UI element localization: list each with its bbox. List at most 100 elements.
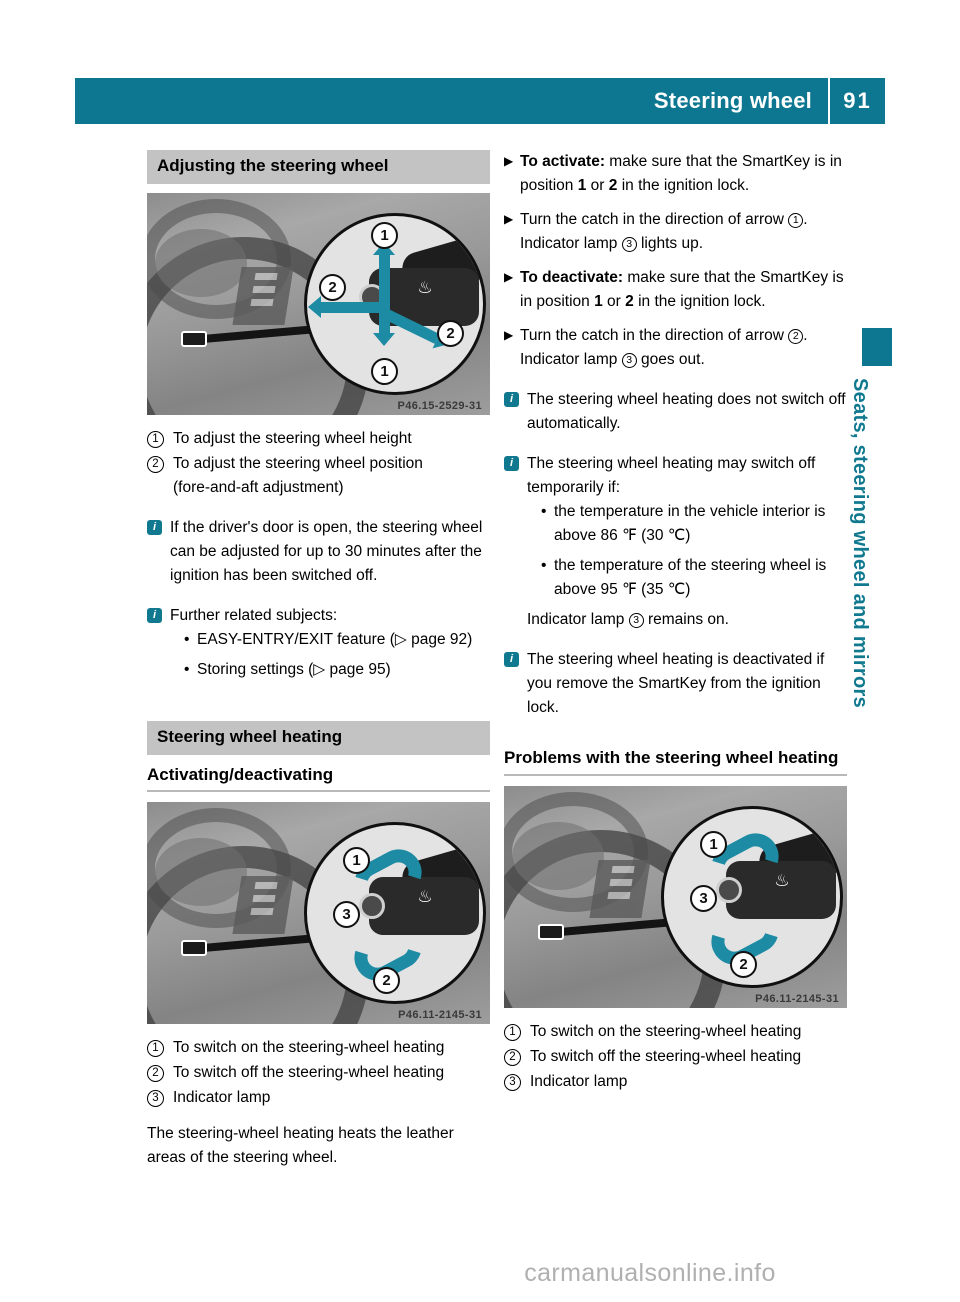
info-note-body: Further related subjects: • EASY-ENTRY/E… bbox=[170, 604, 490, 688]
figure2-callout-2: 2 bbox=[373, 966, 400, 994]
steering-wheel-heating-symbol-icon: ♨ bbox=[774, 870, 790, 890]
legend-text: To switch on the steering-wheel heating bbox=[173, 1038, 445, 1056]
step-text-a: make sure that the SmartKey is in positi… bbox=[520, 269, 844, 311]
legend-text: To switch off the steering-wheel heating bbox=[173, 1063, 445, 1081]
list-item-text: the temperature of the steering wheel is… bbox=[554, 554, 847, 602]
callout-reference-2: 2 bbox=[788, 329, 804, 345]
step-text: Turn the catch in the direction of arrow… bbox=[520, 208, 847, 256]
info-note-smartkey-removed: i The steering wheel heating is deactiva… bbox=[504, 648, 847, 720]
step-text-c: in the ignition lock. bbox=[633, 293, 766, 311]
info-note-no-auto-off: i The steering wheel heating does not sw… bbox=[504, 388, 847, 436]
figure-heating-switch: ♨ 1 3 2 P46.11-2145-31 bbox=[147, 801, 490, 1024]
temperature-conditions-list: • the temperature in the vehicle interio… bbox=[527, 500, 847, 602]
info-note-door-open: i If the driver's door is open, the stee… bbox=[147, 516, 490, 588]
related-subjects-list: • EASY-ENTRY/EXIT feature (▷ page 92) • … bbox=[170, 628, 490, 682]
adjustment-lever-marker bbox=[181, 330, 207, 347]
info-icon: i bbox=[147, 607, 162, 623]
magnifier-inset: ♨ 1 2 2 1 bbox=[304, 212, 486, 395]
figure3-callout-1: 1 bbox=[700, 830, 727, 858]
condition-text: the temperature of the steering wheel is bbox=[554, 557, 827, 575]
list-item-label: EASY-ENTRY/EXIT feature bbox=[197, 630, 386, 648]
heating-description-paragraph: The steering-wheel heating heats the lea… bbox=[147, 1124, 454, 1166]
info-note-text: The steering wheel heating is deactivate… bbox=[527, 651, 825, 717]
list-item: • the temperature of the steering wheel … bbox=[527, 554, 847, 602]
info-note-related-subjects: i Further related subjects: • EASY-ENTRY… bbox=[147, 604, 490, 688]
step-text-c: . bbox=[803, 327, 808, 345]
indicator-lamp-state: lights up. bbox=[636, 235, 704, 253]
door-control-panel-shape bbox=[232, 266, 294, 325]
condition-threshold: above 95 ℉ (35 ℃) bbox=[554, 581, 691, 599]
adjustment-lever-marker bbox=[181, 939, 207, 956]
legend-item: 1 To adjust the steering wheel height bbox=[147, 427, 490, 451]
figure2-code: P46.11-2145-31 bbox=[398, 1008, 482, 1021]
list-item[interactable]: • EASY-ENTRY/EXIT feature (▷ page 92) bbox=[170, 628, 490, 652]
list-item-text: EASY-ENTRY/EXIT feature (▷ page 92) bbox=[197, 628, 472, 652]
callout-number: 1 bbox=[147, 427, 173, 449]
legend-item: 1 To switch on the steering-wheel heatin… bbox=[147, 1036, 490, 1060]
subheading-activating: Activating/deactivating bbox=[147, 764, 490, 792]
step-to-activate: ▶ To activate: make sure that the SmartK… bbox=[504, 150, 847, 198]
figure2-callout-3: 3 bbox=[333, 900, 360, 928]
key-position-1: 1 bbox=[577, 177, 587, 195]
bullet-icon: • bbox=[184, 660, 190, 678]
condition-text: the temperature in the vehicle interior … bbox=[554, 503, 826, 521]
subheading-problems: Problems with the steering wheel heating bbox=[504, 747, 847, 776]
figure3-legend: 1 To switch on the steering-wheel heatin… bbox=[504, 1020, 847, 1094]
info-icon: i bbox=[504, 652, 519, 668]
legend-item: 1 To switch on the steering-wheel heatin… bbox=[504, 1020, 847, 1044]
key-position-2: 2 bbox=[625, 293, 634, 311]
page-title: Steering wheel bbox=[653, 88, 812, 113]
legend-text: To switch on the steering-wheel heating bbox=[530, 1022, 802, 1040]
legend-text: Indicator lamp bbox=[530, 1072, 628, 1090]
legend-text: To adjust the steering wheel height bbox=[173, 429, 412, 447]
indicator-lamp-state: goes out. bbox=[636, 351, 705, 369]
condition-threshold: above 86 ℉ (30 ℃) bbox=[554, 527, 691, 545]
figure1-callout-1-top: 1 bbox=[371, 221, 398, 249]
step-turn-catch-activate: ▶ Turn the catch in the direction of arr… bbox=[504, 208, 847, 256]
legend-text: To adjust the steering wheel position (f… bbox=[173, 452, 490, 500]
right-column: ▶ To activate: make sure that the SmartK… bbox=[504, 150, 847, 1098]
callout-number: 2 bbox=[504, 1045, 530, 1067]
list-item[interactable]: • Storing settings (▷ page 95) bbox=[170, 658, 490, 682]
info-icon: i bbox=[504, 392, 519, 408]
step-arrow-icon: ▶ bbox=[504, 270, 514, 285]
legend-item: 3 Indicator lamp bbox=[147, 1086, 490, 1110]
bullet-icon: • bbox=[184, 630, 190, 648]
list-item-text: the temperature in the vehicle interior … bbox=[554, 500, 847, 548]
figure-steering-wheel-adjustment: ♨ 1 2 2 1 P46.15-2529-31 bbox=[147, 192, 490, 415]
step-text-b: or bbox=[586, 177, 609, 195]
legend-text-line1: To adjust the steering wheel position bbox=[173, 454, 423, 472]
dashboard-shape bbox=[155, 837, 247, 906]
figure3-code: P46.11-2145-31 bbox=[755, 992, 839, 1005]
info-note-tail: Indicator lamp 3 remains on. bbox=[527, 608, 847, 632]
lever-knob-shape bbox=[359, 892, 385, 919]
step-arrow-icon: ▶ bbox=[504, 328, 514, 343]
lever-knob-shape bbox=[716, 876, 742, 903]
site-watermark: carmanualsonline.info bbox=[524, 1259, 776, 1287]
callout-reference-3: 3 bbox=[628, 613, 644, 629]
step-text: To activate: make sure that the SmartKey… bbox=[520, 150, 847, 198]
key-position-1: 1 bbox=[594, 293, 603, 311]
list-item-label: Storing settings (▷ page 95) bbox=[197, 660, 391, 678]
indicator-lamp-state: remains on. bbox=[643, 611, 729, 629]
info-note-text: The steering wheel heating does not swit… bbox=[527, 391, 846, 433]
info-icon: i bbox=[147, 519, 162, 535]
legend-item: 2 To adjust the steering wheel position … bbox=[147, 452, 490, 500]
info-note-temporary-switch-off: i The steering wheel heating may switch … bbox=[504, 452, 847, 632]
left-column: Adjusting the steering wheel ♨ 1 2 2 1 bbox=[147, 150, 490, 1170]
page-reference[interactable]: (▷ page 92) bbox=[389, 630, 473, 648]
step-text: To deactivate: make sure that the SmartK… bbox=[520, 266, 847, 314]
indicator-lamp-label: Indicator lamp bbox=[527, 611, 629, 629]
legend-item: 2 To switch off the steering-wheel heati… bbox=[147, 1061, 490, 1085]
step-text-a: Turn the catch in the direction of arrow bbox=[520, 211, 789, 229]
callout-number: 2 bbox=[147, 1061, 173, 1083]
figure3-callout-2: 2 bbox=[730, 950, 757, 978]
adjustment-lever-marker bbox=[538, 923, 564, 940]
related-subjects-heading: Further related subjects: bbox=[170, 606, 338, 624]
legend-text-line2: (fore-and-aft adjustment) bbox=[173, 478, 344, 496]
info-note-text: If the driver's door is open, the steeri… bbox=[170, 518, 483, 584]
figure-heating-problems: ♨ 1 3 2 P46.11-2145-31 bbox=[504, 785, 847, 1008]
callout-number: 1 bbox=[504, 1020, 530, 1042]
callout-reference-1: 1 bbox=[788, 213, 804, 229]
figure1-callout-2-right: 2 bbox=[437, 319, 464, 347]
